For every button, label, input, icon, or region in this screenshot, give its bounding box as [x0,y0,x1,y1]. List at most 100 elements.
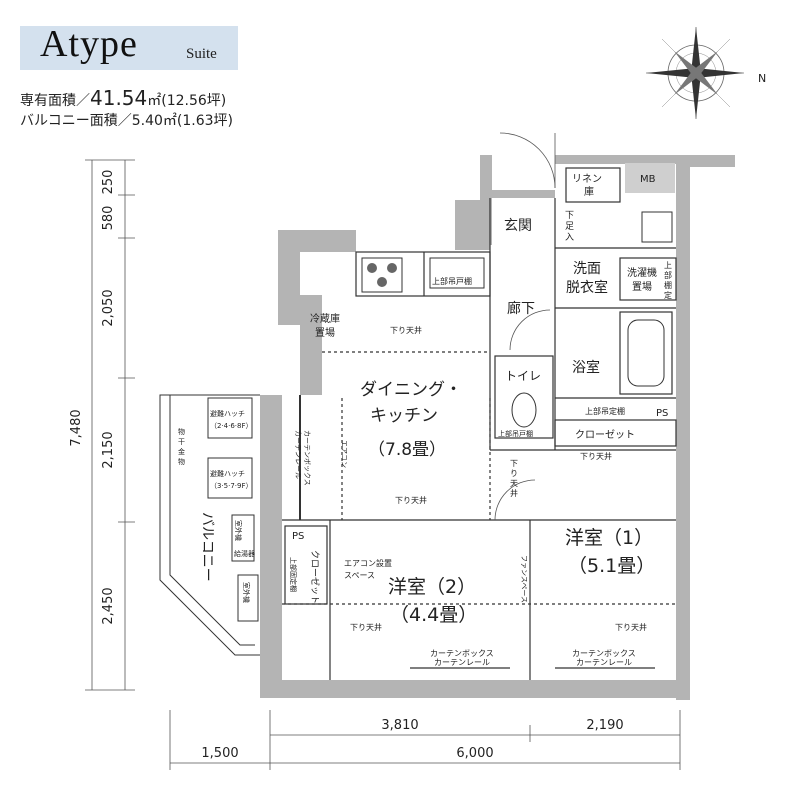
linen-label-1: リネン [572,173,602,185]
senmen-label-1: 洗面 [573,261,601,277]
curtain-box-br2-2: カーテンレール [434,658,490,667]
upper-shelf-v3: 棚 [664,280,672,290]
balcony-label: バルコニー [199,512,215,582]
dining-label-2: キッチン [370,406,438,426]
dining-label-3: （7.8畳） [368,440,446,460]
lowered-ceiling-br1: 下り天井 [615,622,647,632]
room-labels: リネン 庫 MB 玄関 下 足 入 洗面 脱衣室 洗濯機 置場 上 部 棚 定 … [178,173,672,667]
upper-shelf-v4: 定 [664,290,672,300]
monohoshi-3: 金 [178,447,185,456]
laundry-label-1: 洗濯機 [627,266,657,279]
entrance-door-icon [499,132,556,189]
water-heater-label: 給湯器 [234,549,255,558]
ps2-label: PS [292,531,304,542]
bedroom2-label-1: 洋室（2） [388,576,476,598]
dim-2150: 2,150 [101,431,116,468]
upper-cabinet-label: 上部吊戸棚 [432,276,472,286]
hatch1-label-1: 避難ハッチ [210,409,245,418]
lowered-ceiling-v3: 天 [510,479,518,488]
floor-area-label: 専有面積／ [20,93,90,109]
hatch1-label-2: （2·4·6·8F） [210,422,253,430]
floor-area-value: 41.54 [90,86,148,110]
fan-space-label: ファンスペース [520,555,528,603]
dim-580: 580 [101,206,116,231]
fridge-label-1: 冷蔵庫 [310,312,340,325]
upper-shelf-v1: 上 [664,261,672,270]
dim-2050: 2,050 [101,289,116,326]
toilet-label: トイレ [505,369,541,383]
floor-area-unit: ㎡(12.56坪) [147,93,227,109]
lowered-ceiling-br2: 下り天井 [350,622,382,632]
hall-door-icon [509,309,551,351]
dim-250: 250 [101,170,116,195]
hatch1-icon [207,397,253,439]
dining-label-1: ダイニング・ [360,380,462,400]
upper-shelf-label: 上部吊定棚 [585,406,625,416]
dim-3810: 3,810 [381,718,418,733]
dim-6000: 6,000 [456,746,493,761]
toilet-shelf-label: 上部吊戸棚 [498,429,533,438]
interior-walls [282,167,677,680]
laundry-label-2: 置場 [632,280,652,293]
outdoor-unit-label-2: 室外機 [242,582,251,603]
dim-2190: 2,190 [586,718,623,733]
lowered-ceiling-v2: り [510,469,518,478]
shoe-label-2: 足 [565,221,574,232]
upper-shelf-v2: 部 [664,270,672,280]
bathtub-icon [627,319,665,387]
aircon-space-1: エアコン設置 [344,558,392,568]
hatch2-label-1: 避難ハッチ [210,469,245,478]
monohoshi-2: 干 [178,438,185,446]
compass-north: N [758,72,766,85]
genkan-label: 玄関 [504,217,532,234]
senmen-label-2: 脱衣室 [566,279,608,296]
aircon-space-2: スペース [344,571,375,580]
outdoor-unit-box1 [231,514,255,562]
shoe-label-3: 入 [565,232,574,243]
type-title: Atype [40,23,138,65]
compass-rose-icon [646,27,744,119]
closet1-label: クローゼット [575,429,635,441]
bedroom1-label-2: （5.1畳） [568,555,655,577]
mb-label: MB [640,174,656,185]
dim-2450: 2,450 [101,587,116,624]
bedroom2-label-2: （4.4畳） [390,604,477,626]
aircon-label: エアコン [340,440,348,468]
upper-shelf2-label: 上部固定棚 [289,557,298,592]
outdoor-unit-label-1: 室外機 [234,520,243,541]
balcony-outline [159,394,260,656]
balcony-area: バルコニー面積／5.40㎡(1.63坪) [20,113,233,129]
type-header-box [20,26,238,70]
curtain-box-v1: カーテンボックス [303,430,311,486]
rouka-label: 廊下 [507,300,535,317]
lowered-ceiling-v1: 下 [510,459,518,468]
bedroom1-door-icon [494,479,536,521]
curtain-box-br1-1: カーテンボックス [572,649,636,658]
type-subtitle: Suite [186,46,217,62]
floor-area: 専有面積／41.54㎡(12.56坪) [20,86,226,110]
monohoshi-1: 物 [178,427,185,436]
outdoor-unit-box2 [237,574,259,622]
curtain-box-v2: カーテンレール [294,430,302,479]
stove-icon [361,257,403,293]
linen-label-2: 庫 [584,185,594,198]
bedroom1-label-1: 洋室（1） [565,527,653,549]
lowered-ceiling-v4: 井 [510,488,518,498]
dim-1500: 1,500 [201,746,238,761]
dimension-lines [85,159,681,770]
ps1-label: PS [656,408,668,419]
curtain-box-br2-1: カーテンボックス [430,649,494,658]
fridge-label-2: 置場 [315,326,335,339]
hatch2-icon [207,457,253,499]
hatch2-label-2: （3·5·7·9F） [210,482,253,490]
lowered-ceiling-closet: 下り天井 [580,451,612,461]
monohoshi-4: 物 [178,457,185,466]
bath-label: 浴室 [572,359,600,376]
shoe-label-1: 下 [565,211,574,221]
dimension-labels: 250 580 2,050 2,150 2,450 7,480 3,810 2,… [69,170,624,761]
lowered-ceiling-kitchen: 下り天井 [390,325,422,335]
closet2-label: クローゼット [309,550,321,604]
toilet-bowl-icon [511,392,537,428]
dim-total-height: 7,480 [69,409,84,446]
